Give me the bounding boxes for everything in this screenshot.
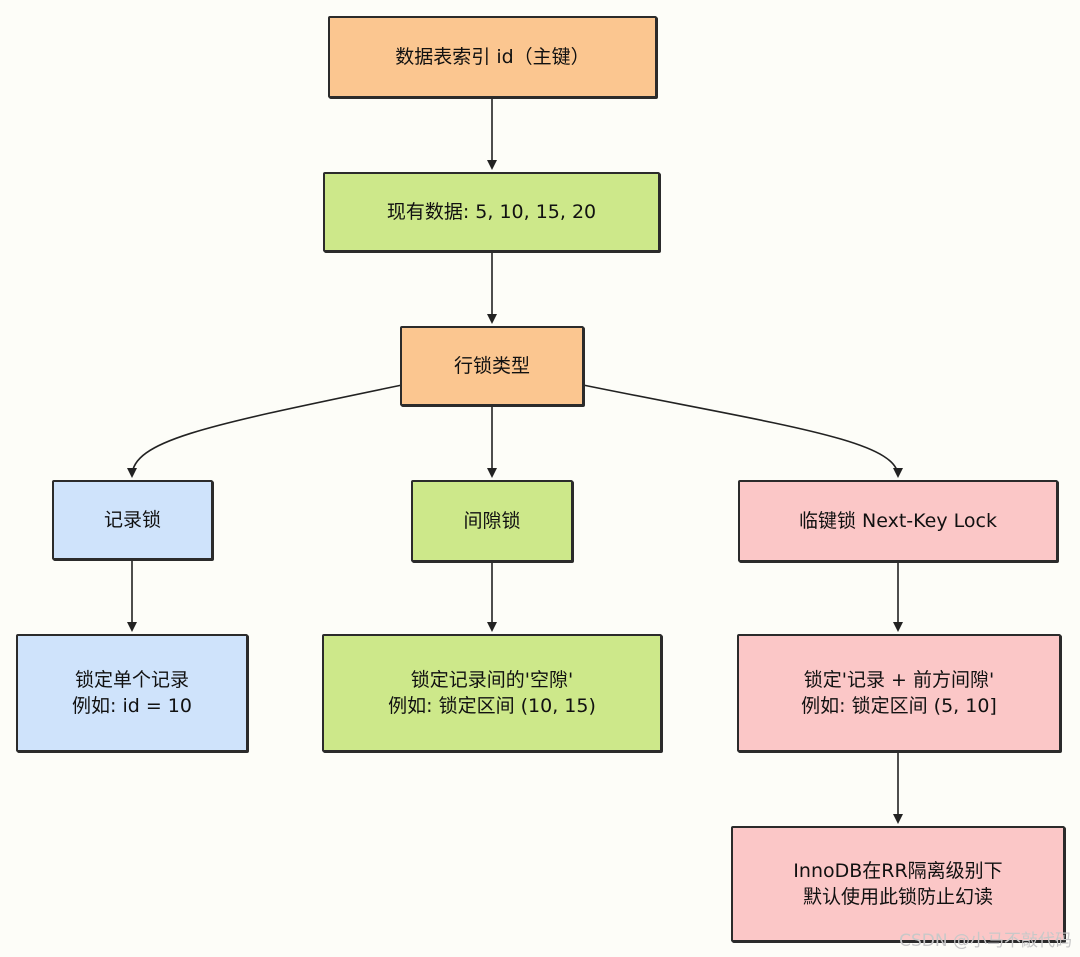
node-gap-lock: 间隙锁: [411, 480, 573, 562]
node-index-id: 数据表索引 id（主键）: [328, 16, 657, 98]
node-next-key-lock-desc: 锁定'记录 + 前方间隙' 例如: 锁定区间 (5, 10]: [737, 634, 1061, 752]
node-innodb-rr: InnoDB在RR隔离级别下 默认使用此锁防止幻读: [731, 826, 1065, 942]
node-existing-data-text: 现有数据: 5, 10, 15, 20: [386, 201, 597, 223]
node-gap-lock-desc: 锁定记录间的'空隙' 例如: 锁定区间 (10, 15): [322, 634, 662, 752]
node-innodb-rr-line1: InnoDB在RR隔离级别下: [793, 860, 1003, 882]
node-gap-lock-desc-line1: 锁定记录间的'空隙': [410, 669, 574, 691]
node-row-lock-types-text: 行锁类型: [453, 355, 530, 377]
watermark: CSDN @小马不敲代码: [899, 931, 1072, 951]
node-innodb-rr-line2: 默认使用此锁防止幻读: [802, 886, 993, 908]
node-record-lock-text: 记录锁: [103, 509, 161, 531]
node-record-lock: 记录锁: [52, 480, 213, 560]
node-next-key-lock-desc-line1: 锁定'记录 + 前方间隙': [803, 669, 995, 691]
node-record-lock-desc-line2: 例如: id = 10: [72, 695, 192, 717]
node-gap-lock-desc-line2: 例如: 锁定区间 (10, 15): [388, 695, 596, 717]
node-index-id-text: 数据表索引 id（主键）: [395, 46, 590, 68]
node-gap-lock-text: 间隙锁: [463, 510, 521, 532]
edge-types-to-next-key-lock: [582, 384, 903, 478]
edge-types-to-record-lock: [127, 384, 403, 478]
node-record-lock-desc: 锁定单个记录 例如: id = 10: [16, 634, 248, 752]
node-next-key-lock-desc-line2: 例如: 锁定区间 (5, 10]: [801, 695, 997, 717]
node-next-key-lock-text: 临键锁 Next-Key Lock: [799, 510, 997, 532]
node-row-lock-types: 行锁类型: [400, 326, 584, 406]
node-next-key-lock: 临键锁 Next-Key Lock: [738, 480, 1058, 562]
node-record-lock-desc-line1: 锁定单个记录: [74, 669, 189, 691]
node-existing-data: 现有数据: 5, 10, 15, 20: [323, 172, 660, 252]
